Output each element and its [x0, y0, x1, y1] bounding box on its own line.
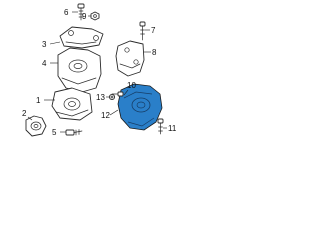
part-2-bushing	[25, 115, 47, 137]
callout-2: 2	[22, 109, 27, 118]
leader-10	[123, 89, 129, 96]
callout-7: 7	[151, 26, 156, 35]
part-5-bolt	[65, 129, 83, 136]
callout-13: 13	[96, 93, 105, 102]
part-10-highlighted-mount	[117, 83, 163, 131]
callout-5: 5	[52, 128, 57, 137]
part-1-transmission-mount	[51, 87, 93, 121]
callout-8: 8	[152, 48, 157, 57]
callout-10: 10	[127, 81, 136, 90]
part-13-washer	[108, 93, 116, 101]
part-6-bolt	[77, 3, 85, 21]
leader-3	[49, 41, 61, 45]
part-7-bolt	[139, 21, 146, 41]
part-3-upper-bracket	[59, 26, 104, 49]
part-12-bolt	[111, 91, 124, 97]
callout-12: 12	[101, 111, 110, 120]
parts-diagram: 6 9 7 3 8 4 1 2 5 13 10 11 12	[0, 0, 200, 147]
exploded-parts-view: 6 9 7 3 8 4 1 2 5 13 10 11 12	[22, 3, 177, 137]
callout-9: 9	[82, 12, 87, 21]
part-4-mount	[57, 47, 102, 98]
leader-12	[109, 109, 119, 116]
part-11-bolt	[157, 118, 164, 135]
callout-1: 1	[36, 96, 41, 105]
part-8-bracket	[115, 40, 145, 77]
callout-11: 11	[168, 124, 177, 133]
leader-2	[27, 116, 33, 121]
part-9-nut	[90, 11, 100, 21]
callout-4: 4	[42, 59, 47, 68]
callout-3: 3	[42, 40, 47, 49]
callout-6: 6	[64, 8, 69, 17]
